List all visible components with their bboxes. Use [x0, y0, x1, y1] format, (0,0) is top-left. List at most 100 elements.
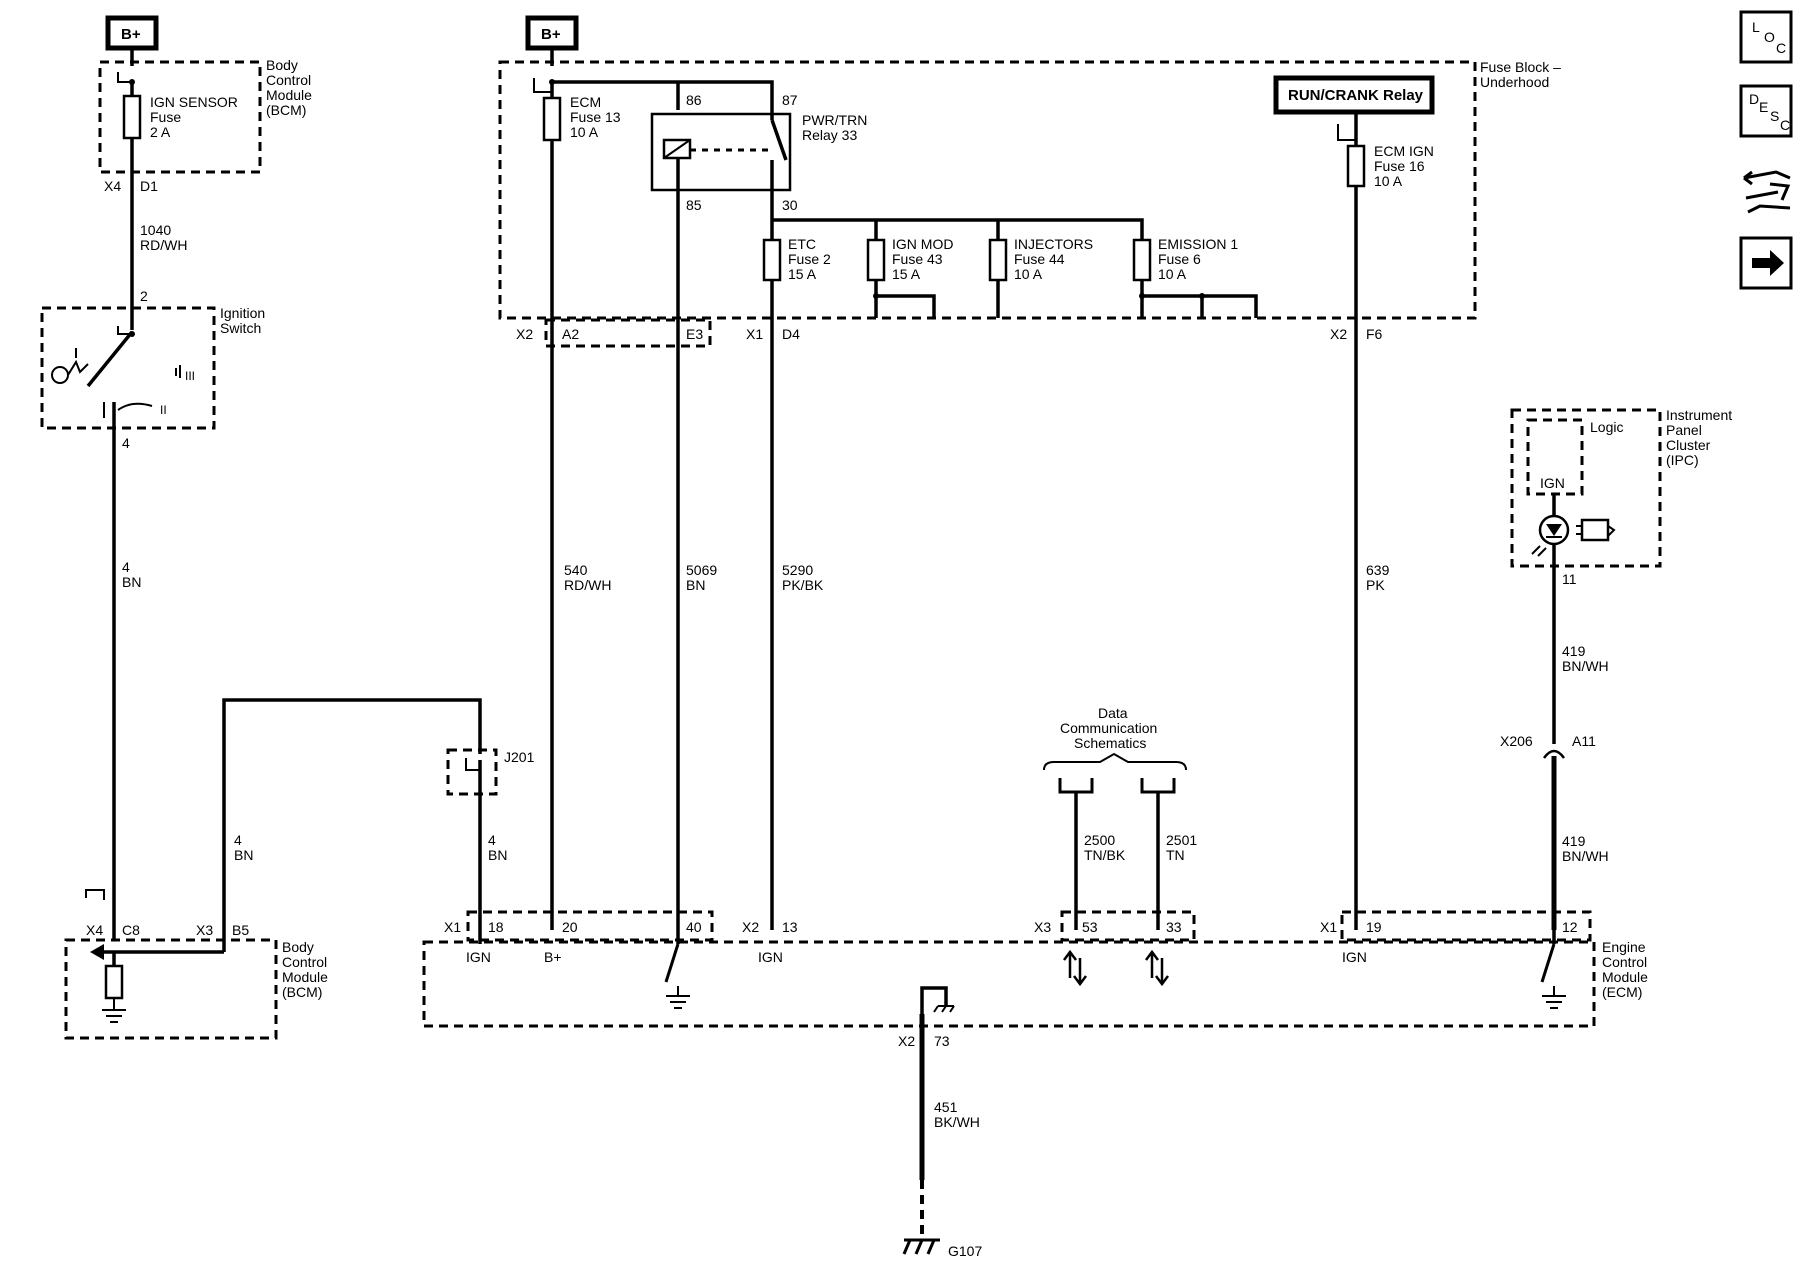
svg-text:B+: B+	[544, 949, 562, 965]
svg-text:BN: BN	[122, 574, 141, 590]
svg-text:PK: PK	[1366, 577, 1385, 593]
svg-text:4: 4	[234, 832, 242, 848]
svg-text:15 A: 15 A	[892, 266, 921, 282]
svg-text:X1: X1	[1320, 919, 1337, 935]
wire-5069-label: 5069	[686, 562, 717, 578]
svg-text:BN: BN	[488, 847, 507, 863]
svg-text:Relay 33: Relay 33	[802, 127, 857, 143]
svg-text:BN/WH: BN/WH	[1562, 848, 1609, 864]
fuse-block-box	[498, 60, 1477, 320]
bplus-bcm: B+	[105, 15, 159, 51]
svg-text:19: 19	[1366, 919, 1382, 935]
ipc-title: Instrument	[1666, 407, 1732, 423]
data-comm-label: Data	[1098, 705, 1128, 721]
svg-text:C: C	[1780, 117, 1790, 133]
svg-text:Body: Body	[282, 939, 314, 955]
ignition-switch-title: Ignition	[220, 305, 265, 321]
svg-text:(BCM): (BCM)	[282, 984, 322, 1000]
svg-text:BN: BN	[234, 847, 253, 863]
svg-text:D4: D4	[782, 326, 800, 342]
location-button[interactable]: L O C	[1739, 10, 1793, 64]
arrow-left-icon	[90, 944, 104, 960]
connector-views-icon[interactable]	[1743, 170, 1791, 214]
svg-text:Control: Control	[1602, 954, 1647, 970]
svg-text:(ECM): (ECM)	[1602, 984, 1642, 1000]
svg-text:15 A: 15 A	[788, 266, 817, 282]
svg-text:Module: Module	[266, 87, 312, 103]
svg-text:86: 86	[686, 92, 702, 108]
svg-text:Fuse 6: Fuse 6	[1158, 251, 1201, 267]
injectors-fuse-44	[988, 238, 1008, 282]
svg-text:X1: X1	[746, 326, 763, 342]
wire-419-label: 419	[1562, 643, 1586, 659]
ecm-box	[422, 940, 1596, 1028]
svg-text:11: 11	[1562, 571, 1577, 587]
svg-text:53: 53	[1082, 919, 1098, 935]
svg-text:RUN/CRANK Relay: RUN/CRANK Relay	[1288, 87, 1424, 104]
svg-text:B+: B+	[121, 26, 141, 43]
svg-text:X2: X2	[1330, 326, 1347, 342]
ipc-box	[1510, 408, 1662, 568]
svg-text:12: 12	[1562, 919, 1578, 935]
svg-text:F6: F6	[1366, 326, 1383, 342]
svg-text:IGN MOD: IGN MOD	[892, 236, 953, 252]
svg-text:Communication: Communication	[1060, 720, 1157, 736]
svg-text:Underhood: Underhood	[1480, 74, 1549, 90]
svg-text:Module: Module	[282, 969, 328, 985]
relay-label: PWR/TRN	[802, 112, 867, 128]
svg-text:ECM IGN: ECM IGN	[1374, 143, 1434, 159]
ignition-key-icon	[51, 366, 69, 384]
svg-text:Fuse: Fuse	[150, 109, 181, 125]
emission-fuse-6	[1132, 238, 1152, 282]
connector-symbol	[117, 72, 132, 83]
svg-text:E3: E3	[686, 326, 703, 342]
svg-text:PK/BK: PK/BK	[782, 577, 824, 593]
svg-text:S: S	[1770, 108, 1779, 124]
wire-2500-label: 2500	[1084, 832, 1115, 848]
ignition-switch-contact	[86, 330, 134, 388]
bplus-fuse-block: B+	[525, 15, 579, 51]
svg-text:Control: Control	[282, 954, 327, 970]
wire-4-label: 4	[122, 559, 130, 575]
svg-text:BN/WH: BN/WH	[1562, 658, 1609, 674]
svg-text:33: 33	[1166, 919, 1182, 935]
ecm-fuse-13	[542, 96, 562, 142]
svg-text:BK/WH: BK/WH	[934, 1114, 980, 1130]
svg-text:O: O	[1764, 29, 1775, 45]
svg-text:73: 73	[934, 1033, 950, 1049]
svg-text:A11: A11	[1572, 733, 1596, 749]
svg-text:C: C	[1776, 40, 1786, 56]
svg-text:419: 419	[1562, 833, 1586, 849]
ignition-switch-box	[40, 306, 216, 430]
svg-text:X3: X3	[1034, 919, 1051, 935]
svg-text:TN/BK: TN/BK	[1084, 847, 1126, 863]
svg-text:IGN: IGN	[1540, 475, 1565, 491]
ign-mod-fuse-43	[866, 238, 886, 282]
arrow-right-icon	[1752, 250, 1784, 276]
svg-text:Fuse 16: Fuse 16	[1374, 158, 1425, 174]
fuse-block-title: Fuse Block –	[1480, 59, 1561, 75]
ign-sensor-fuse	[122, 94, 142, 140]
svg-text:Control: Control	[266, 72, 311, 88]
svg-text:Fuse 13: Fuse 13	[570, 109, 621, 125]
chassis-ground-icon	[902, 1238, 940, 1255]
bcm-title: Body	[266, 57, 298, 73]
svg-text:Fuse 2: Fuse 2	[788, 251, 831, 267]
svg-text:INJECTORS: INJECTORS	[1014, 236, 1093, 252]
svg-text:10 A: 10 A	[570, 124, 599, 140]
svg-text:E: E	[1759, 99, 1768, 115]
next-arrow-button[interactable]	[1739, 236, 1793, 290]
svg-text:87: 87	[782, 92, 798, 108]
svg-text:X2: X2	[742, 919, 759, 935]
svg-text:X4: X4	[86, 922, 103, 938]
svg-text:Module: Module	[1602, 969, 1648, 985]
description-button[interactable]: D E S C	[1739, 84, 1793, 138]
svg-text:C8: C8	[122, 922, 140, 938]
svg-text:18: 18	[488, 919, 504, 935]
svg-text:EMISSION 1: EMISSION 1	[1158, 236, 1238, 252]
wire-451-label: 451	[934, 1099, 958, 1115]
svg-text:D: D	[1749, 91, 1759, 107]
svg-text:RD/WH: RD/WH	[140, 237, 187, 253]
j201-splice-box	[446, 748, 498, 796]
svg-text:10 A: 10 A	[1158, 266, 1187, 282]
